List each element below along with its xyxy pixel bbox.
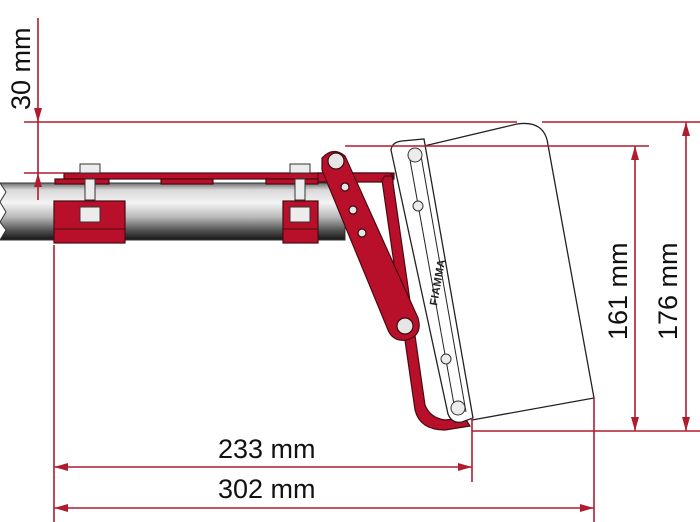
arrow-up-icon xyxy=(34,173,42,187)
label-161mm: 161 mm xyxy=(603,242,633,340)
arrow-down-icon xyxy=(631,417,639,431)
arrow-right-icon xyxy=(458,463,472,471)
arrow-left-icon xyxy=(54,504,68,512)
bolt-head-icon xyxy=(289,163,311,174)
arrow-down-icon xyxy=(34,108,42,122)
dimension-30mm: 30 mm xyxy=(6,18,700,200)
pivot-hole-icon xyxy=(327,152,345,170)
adapter-bracket-profile xyxy=(381,175,471,431)
bolt-head-icon xyxy=(79,163,101,174)
arrow-right-icon xyxy=(580,504,594,512)
nut-icon xyxy=(79,206,101,223)
pivot-hole-icon xyxy=(396,317,414,335)
arrow-left-icon xyxy=(54,463,68,471)
tube-clamp-right xyxy=(282,163,319,244)
label-233mm: 233 mm xyxy=(218,434,316,464)
screw-icon xyxy=(440,353,452,365)
arrow-up-icon xyxy=(682,122,690,136)
dimension-161mm: 161 mm xyxy=(345,145,649,431)
awning-cassette: FIAMMA xyxy=(390,122,595,423)
screw-icon xyxy=(412,200,424,212)
arrow-up-icon xyxy=(631,146,639,160)
label-30mm: 30 mm xyxy=(6,27,36,110)
dimension-233mm: 233 mm xyxy=(53,245,473,522)
dimension-302mm: 302 mm xyxy=(54,398,595,522)
label-176mm: 176 mm xyxy=(653,242,683,340)
swing-arm xyxy=(321,150,420,341)
arrow-down-icon xyxy=(682,417,690,431)
nut-icon xyxy=(289,206,311,223)
tube-clamp-left xyxy=(53,163,126,244)
dimension-176mm: 176 mm xyxy=(653,122,690,431)
label-302mm: 302 mm xyxy=(218,474,316,504)
screw-icon xyxy=(450,400,466,416)
screw-icon xyxy=(407,147,423,163)
